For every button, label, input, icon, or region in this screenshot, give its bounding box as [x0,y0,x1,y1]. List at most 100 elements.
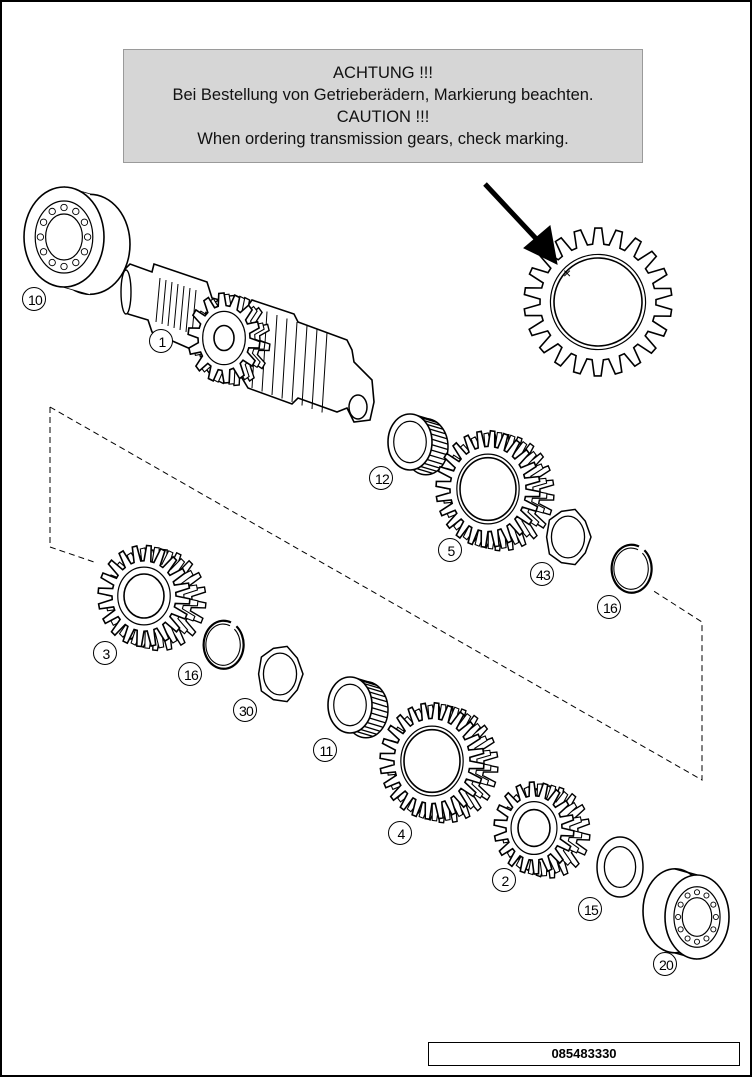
callout-number: 2 [501,873,510,889]
shaft-spline [155,277,161,323]
callout-number: 30 [239,703,254,719]
callout-circle [492,868,516,892]
callout-needle-bearing-upper: 12 [369,466,395,492]
needle-bearing-lower-needle [360,728,377,735]
callout-number: 12 [375,471,390,487]
gear-4-bore [403,728,461,794]
needle-bearing-lower-needle [363,682,381,690]
lock-ring-upper-outer-arc [610,543,653,594]
bearing-outer-roller [83,233,92,241]
bearing-inner-roller [677,926,684,933]
needle-bearing-upper-needle [423,419,441,427]
bearing-inner-roller [684,892,691,899]
needle-bearing-upper [387,413,449,476]
needle-bearing-upper-needle [429,454,446,461]
needle-bearing-lower-needle [363,725,381,732]
notice-en-text: When ordering transmission gears, check … [197,130,569,148]
needle-bearing-upper-needle [426,458,444,465]
callout-number: 20 [659,957,674,973]
needle-bearing-lower [327,676,389,739]
bearing-outer-roller [60,203,68,212]
callout-bearing-outer: 10 [22,287,48,313]
gear-5-hub-ring [456,453,520,525]
gear-2 [493,781,591,879]
callout-bearing-inner: 20 [653,952,679,978]
thrust-washer-hole [603,845,637,889]
needle-bearing-upper-needle [430,433,448,440]
lock-ring-lower-inner-arc [205,623,241,666]
bearing-outer-roller [72,258,80,267]
callout-number: 10 [28,292,43,308]
needle-bearing-lower-needle [360,679,377,686]
callout-number: 4 [397,826,406,842]
callout-stop-disc-upper: 43 [530,562,556,588]
callout-gear-5: 5 [438,538,464,564]
shaft-spline [301,325,308,406]
lock-ring-upper-inner-arc [613,547,649,590]
bearing-outer-roller [39,248,48,256]
shaft-spline [167,281,173,327]
shaft-pinion-hub-ring [202,310,246,366]
shaft-spline [321,332,328,413]
callout-thrust-washer: 15 [578,897,604,923]
needle-bearing-lower-needle [371,701,389,708]
needle-bearing-lower-needle [366,721,384,728]
bearing-inner-roller [703,935,710,942]
stop-disc-lower-hole [262,652,298,696]
callout-stop-disc-lower: 30 [233,698,259,724]
gear-2-hub-ring [510,800,558,856]
gear-4 [379,701,499,824]
needle-bearing-upper-needle [423,462,441,469]
lock-ring-upper [610,543,653,594]
needle-bearing-lower-needle [371,707,389,714]
bearing-outer-roller [39,218,48,226]
callout-circle [530,562,554,586]
notice-de-text: Bei Bestellung von Getrieberädern, Marki… [172,86,594,104]
needle-bearing-upper-needle [431,438,449,445]
needle-bearing-lower-needle [370,696,388,703]
needle-bearing-upper-needle [430,449,448,456]
callout-circle [22,287,46,311]
callout-circle [149,329,173,353]
bearing-outer-outer-race [34,200,94,274]
callout-circle [578,897,602,921]
bearing-inner-roller [710,926,717,933]
parts-layer: × [23,182,730,960]
notice-en-title: CAUTION !!! [336,108,430,126]
callout-lock-ring-upper: 16 [597,595,623,621]
stop-disc-lower [257,645,304,703]
bearing-outer-roller [48,258,56,267]
bearing-inner-roller [684,935,691,942]
callout-circle [233,698,257,722]
callout-gear-2: 2 [492,868,518,894]
needle-bearing-lower-needle [369,717,386,724]
bearing-inner-roller [677,901,684,908]
needle-bearing-upper-bore [393,420,427,464]
document-number: 085483330 [428,1042,740,1066]
bearing-outer [23,186,131,296]
callout-number: 16 [184,667,199,683]
callout-circle [388,821,412,845]
shaft-spline [161,279,167,325]
marking-arrow-head [523,225,558,265]
marking-symbol: × [563,265,571,281]
callout-number: 15 [584,902,599,918]
callout-number: 1 [158,334,167,350]
callout-main-shaft: 1 [149,329,175,355]
callout-circle [93,641,117,665]
needle-bearing-upper-needle [426,423,444,430]
shaft-end-bore [348,394,368,420]
bearing-outer-roller [60,262,68,271]
callout-gear-3: 3 [93,641,119,667]
bearing-outer-front-face [23,186,105,288]
bearing-outer-roller [48,207,56,216]
bearing-inner-inner-race [681,897,713,937]
callout-lock-ring-lower: 16 [178,662,204,688]
bearing-inner-roller [693,889,701,896]
needle-bearing-upper-needle [429,428,446,435]
shaft-left-end [120,269,132,315]
lock-ring-lower [202,619,245,670]
needle-bearing-lower-needle [369,691,386,698]
